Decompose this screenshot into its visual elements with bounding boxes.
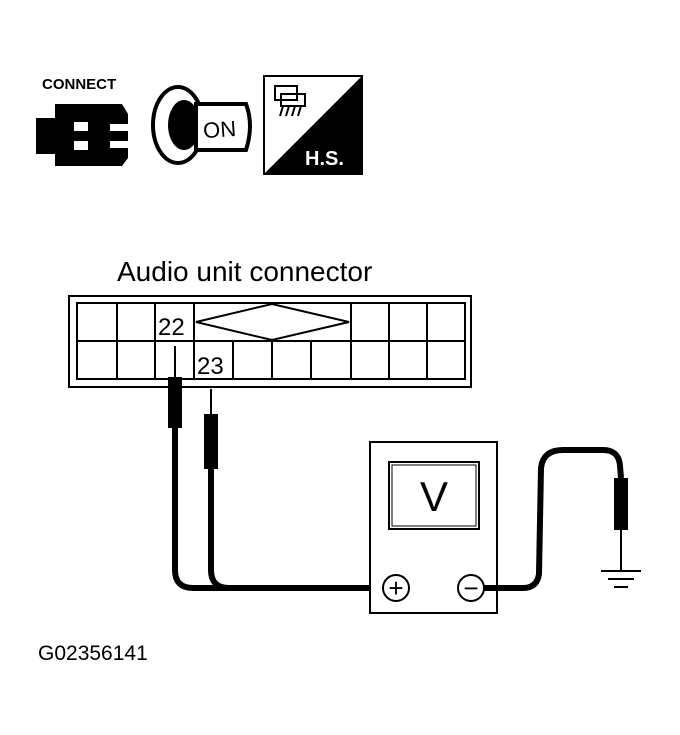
pin-23-label: 23 (197, 353, 224, 380)
test-lead-negative (484, 447, 628, 591)
harness-icon: H.S. (263, 75, 363, 175)
voltmeter-display-label: V (420, 473, 448, 520)
test-lead-positive (168, 346, 382, 591)
figure-id: G02356141 (38, 642, 148, 665)
pin-22-label: 22 (158, 314, 185, 341)
ignition-key-icon: ON (151, 85, 252, 165)
ignition-on-label: ON (202, 116, 237, 143)
harness-label: H.S. (305, 148, 344, 170)
connect-icon: CONNECT (36, 76, 128, 166)
ground-icon (601, 570, 641, 588)
voltmeter: V + − (369, 441, 498, 614)
positive-terminal-symbol: + (388, 573, 403, 603)
connector-title: Audio unit connector (117, 256, 372, 287)
connect-icon-label: CONNECT (42, 76, 116, 93)
negative-terminal-symbol: − (463, 573, 478, 603)
audio-unit-connector: 22 23 (68, 295, 472, 388)
